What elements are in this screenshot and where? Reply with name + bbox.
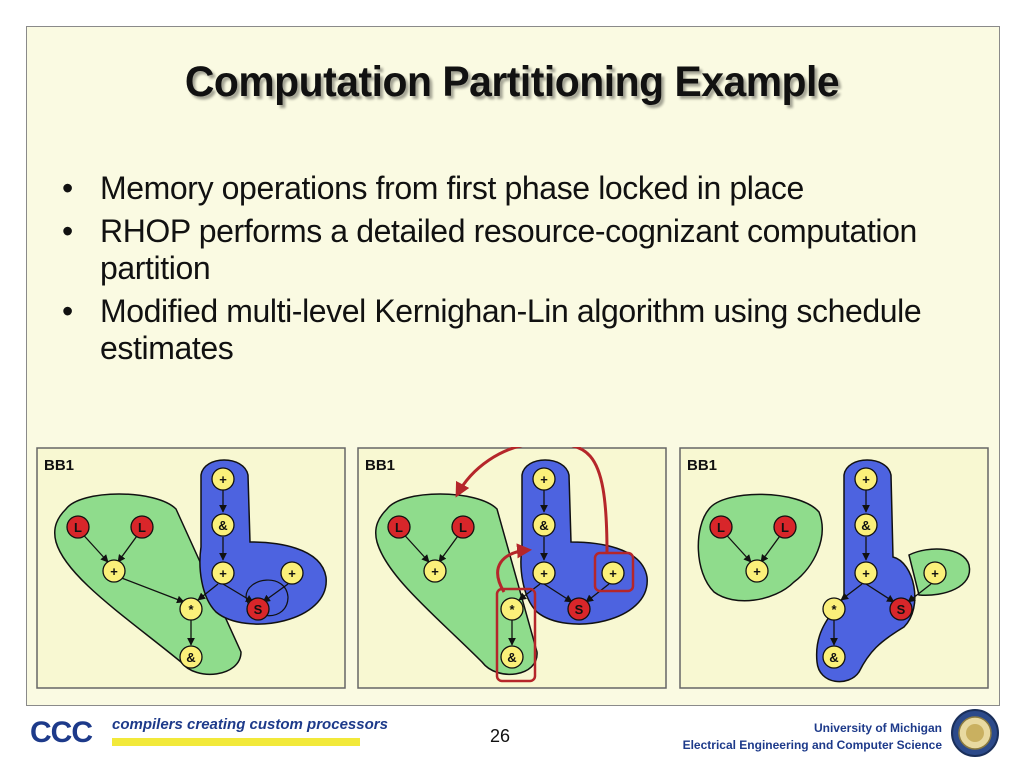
load-node: L	[773, 515, 797, 539]
svg-text:+: +	[431, 564, 439, 579]
svg-text:&: &	[861, 518, 870, 533]
svg-text:+: +	[540, 566, 548, 581]
mul-node: *	[179, 597, 203, 621]
svg-text:L: L	[781, 520, 789, 535]
bullet-item: Modified multi-level Kernighan-Lin algor…	[62, 293, 982, 367]
bullet-list: Memory operations from first phase locke…	[62, 170, 982, 373]
load-node: L	[387, 515, 411, 539]
and-node: &	[179, 645, 203, 669]
svg-text:*: *	[831, 602, 837, 617]
add-node: +	[854, 561, 878, 585]
svg-text:+: +	[540, 472, 548, 487]
add-node: +	[854, 467, 878, 491]
svg-text:S: S	[254, 602, 263, 617]
and-node: &	[532, 513, 556, 537]
svg-text:+: +	[753, 564, 761, 579]
svg-text:S: S	[575, 602, 584, 617]
and-node: &	[500, 645, 524, 669]
bullet-item: RHOP performs a detailed resource-cogniz…	[62, 213, 982, 287]
load-node: L	[130, 515, 154, 539]
add-node: +	[745, 559, 769, 583]
partition-panel-2: BB1 L L + * & + & + + S	[357, 447, 667, 689]
add-node: +	[923, 561, 947, 585]
load-node: L	[66, 515, 90, 539]
add-node: +	[532, 561, 556, 585]
panel-label: BB1	[365, 457, 395, 474]
svg-text:+: +	[288, 566, 296, 581]
panel-label: BB1	[44, 457, 74, 474]
add-node: +	[423, 559, 447, 583]
add-node: +	[211, 467, 235, 491]
move-arrow	[455, 447, 609, 554]
svg-text:*: *	[188, 602, 194, 617]
svg-text:+: +	[609, 566, 617, 581]
store-node: S	[567, 597, 591, 621]
svg-text:L: L	[74, 520, 82, 535]
and-node: &	[854, 513, 878, 537]
and-node: &	[822, 645, 846, 669]
add-node: +	[601, 561, 625, 585]
svg-text:+: +	[931, 566, 939, 581]
svg-text:S: S	[897, 602, 906, 617]
slide-title: Computation Partitioning Example	[184, 58, 840, 106]
svg-text:L: L	[138, 520, 146, 535]
svg-text:&: &	[829, 650, 838, 665]
highlight-box	[495, 587, 537, 683]
load-node: L	[709, 515, 733, 539]
and-node: &	[211, 513, 235, 537]
footer-tagline: compilers creating custom processors	[112, 716, 388, 733]
svg-text:L: L	[459, 520, 467, 535]
svg-text:&: &	[186, 650, 195, 665]
svg-text:+: +	[219, 472, 227, 487]
add-node: +	[532, 467, 556, 491]
svg-text:&: &	[539, 518, 548, 533]
footer-accent-bar	[112, 738, 360, 746]
department-name: Electrical Engineering and Computer Scie…	[682, 738, 942, 752]
footer-institution: University of Michigan Electrical Engine…	[683, 720, 942, 754]
move-arrow	[496, 543, 532, 593]
mul-node: *	[500, 597, 524, 621]
partition-panel-1: BB1 L L + * & + & + + S	[36, 447, 346, 689]
svg-text:+: +	[110, 564, 118, 579]
svg-text:*: *	[509, 602, 515, 617]
svg-text:L: L	[717, 520, 725, 535]
add-node: +	[280, 561, 304, 585]
add-node: +	[102, 559, 126, 583]
svg-text:+: +	[862, 566, 870, 581]
svg-text:&: &	[507, 650, 516, 665]
panel-label: BB1	[687, 457, 717, 474]
svg-text:L: L	[395, 520, 403, 535]
load-node: L	[451, 515, 475, 539]
svg-text:&: &	[218, 518, 227, 533]
store-node: S	[889, 597, 913, 621]
svg-text:+: +	[219, 566, 227, 581]
university-name: University of Michigan	[813, 721, 942, 735]
page-number: 26	[490, 726, 511, 746]
add-node: +	[211, 561, 235, 585]
university-seal-icon	[951, 709, 999, 757]
highlight-box	[593, 551, 635, 593]
ccc-logo: CCC	[30, 716, 93, 749]
mul-node: *	[822, 597, 846, 621]
partition-panel-3: BB1 L L + * & + & + + S	[679, 447, 989, 689]
store-node: S	[246, 597, 270, 621]
bullet-item: Memory operations from first phase locke…	[62, 170, 982, 207]
svg-text:+: +	[862, 472, 870, 487]
